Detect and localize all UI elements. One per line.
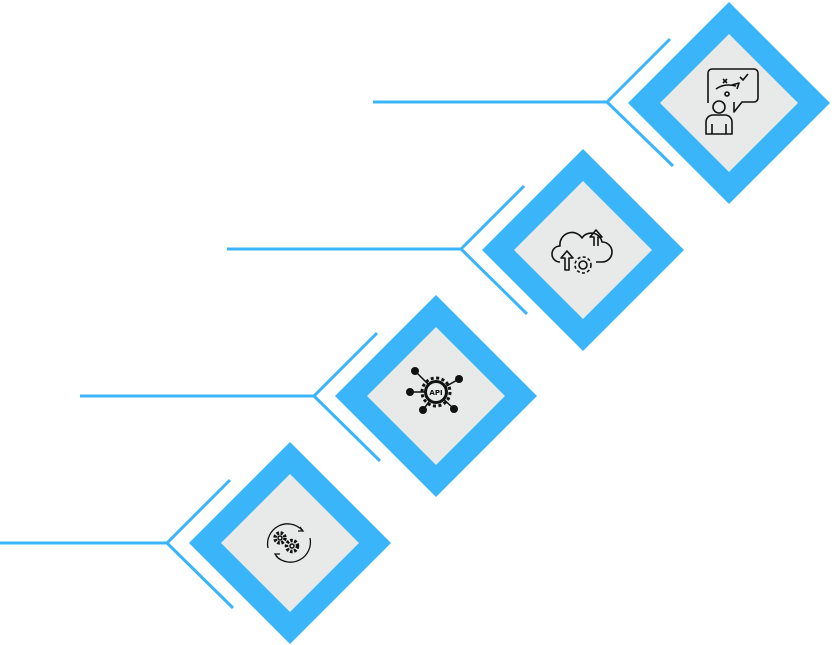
step-1 bbox=[373, 2, 830, 204]
cloud-upload-gear-icon bbox=[551, 229, 613, 274]
diamond-inner bbox=[660, 34, 798, 172]
connector-line bbox=[373, 37, 675, 168]
api-label: API bbox=[429, 389, 442, 397]
strategy-presenter-icon bbox=[705, 68, 759, 135]
api-network-icon: API bbox=[406, 367, 463, 414]
step-3: API bbox=[80, 295, 537, 497]
connector-line bbox=[0, 478, 235, 610]
connector-line bbox=[227, 184, 529, 316]
diamond-inner bbox=[221, 474, 359, 612]
diamond-inner bbox=[514, 181, 652, 319]
step-2 bbox=[227, 149, 684, 351]
connector-line bbox=[80, 331, 382, 463]
gears-cycle-icon bbox=[266, 523, 312, 563]
step-4 bbox=[0, 442, 391, 644]
